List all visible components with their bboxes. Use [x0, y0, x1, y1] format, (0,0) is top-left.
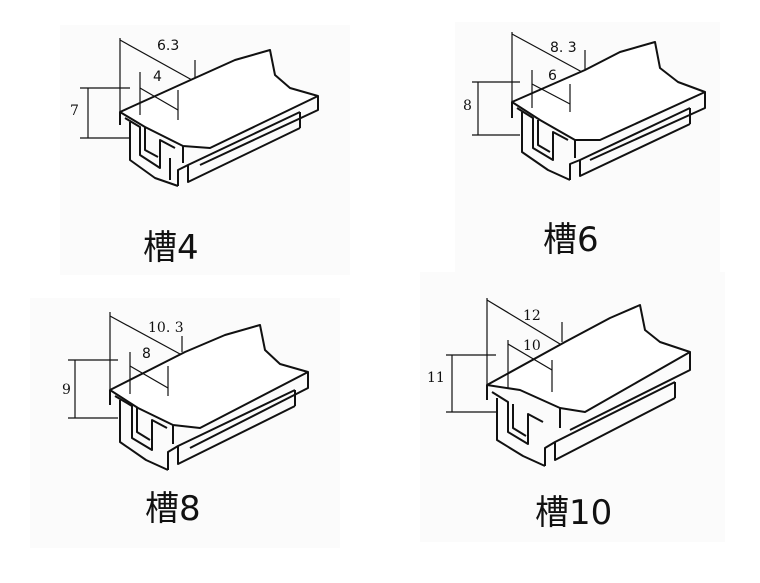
profile-outline	[80, 38, 319, 187]
dim-outer-width: 6.3	[157, 38, 179, 54]
profile-panel-slot-10: 12 10 11 槽10	[420, 272, 725, 542]
profile-outline	[446, 298, 691, 467]
profile-drawing-slot-6: 8. 3 6 8	[463, 32, 706, 181]
caption-slot-4: 槽4	[143, 228, 199, 268]
dim-height: 7	[70, 103, 79, 119]
dim-outer-width: 10. 3	[148, 320, 184, 336]
caption-slot-8: 槽8	[145, 489, 201, 529]
caption-slot-6: 槽6	[543, 220, 599, 260]
profile-panel-slot-4: 6.3 4 7 槽4	[60, 25, 350, 275]
dim-height: 11	[427, 370, 445, 386]
dim-inner-width: 4	[153, 69, 162, 85]
caption-slot-10: 槽10	[535, 493, 613, 533]
profile-drawing-slot-4: 6.3 4 7	[70, 38, 319, 187]
dim-height: 8	[463, 98, 472, 114]
dim-outer-width: 12	[523, 308, 541, 324]
dim-outer-width: 8. 3	[550, 40, 577, 56]
profile-panel-slot-6: 8. 3 6 8 槽6	[455, 22, 720, 272]
profile-panel-slot-8: 10. 3 8 9 槽8	[30, 298, 340, 548]
dim-inner-width: 10	[523, 338, 541, 354]
dim-height: 9	[62, 382, 71, 398]
profile-drawing-slot-8: 10. 3 8 9	[62, 312, 309, 471]
dim-inner-width: 8	[142, 346, 151, 362]
dim-inner-width: 6	[548, 68, 557, 84]
profile-outline	[472, 32, 706, 181]
profile-outline	[68, 312, 309, 471]
profile-drawing-slot-10: 12 10 11	[427, 298, 691, 467]
